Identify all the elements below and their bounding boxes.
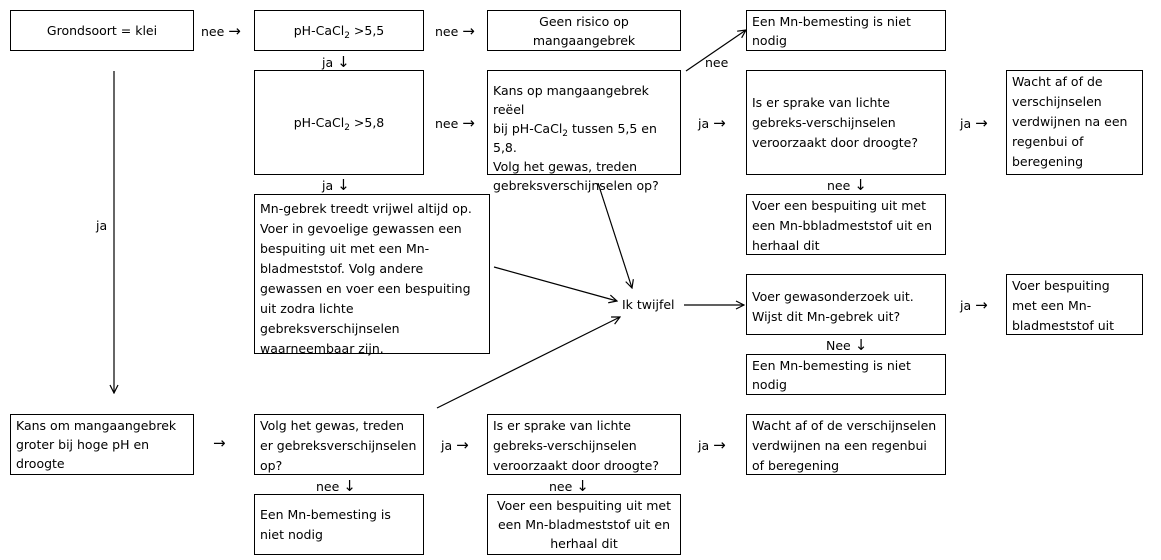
arrow-volg-to-twijfel <box>436 317 620 409</box>
label-Nee-gewas-down: Nee ↓ <box>826 336 868 354</box>
box-lichte-gebreks-2: Is er sprake van lichte gebreks-verschij… <box>487 414 681 475</box>
box-lichte-gebreks-1: Is er sprake van lichte gebreks-verschij… <box>746 70 946 175</box>
box-geen-risico: Geen risico op mangaangebrek <box>487 10 681 51</box>
box-kans-hoge-ph: Kans om mangaangebrek groter bij hoge pH… <box>10 414 194 475</box>
label-ja-ph58-down: ja ↓ <box>322 176 350 194</box>
label-ja-kans-to-lichte: ja → <box>698 114 726 132</box>
label-nee-kans-to-mn-niet-nodig: nee <box>705 55 729 70</box>
label-ja-ph55-down: ja ↓ <box>322 53 350 71</box>
label-ja-lichte-to-wacht: ja → <box>960 114 988 132</box>
arrow-right-kans-hoge-ph: → <box>213 434 226 452</box>
label-ja-klei-down: ja <box>96 218 108 233</box>
box-mn-niet-nodig-mid: Een Mn-bemesting is niet nodig <box>746 354 946 395</box>
label-nee-lichte-down: nee ↓ <box>827 176 867 194</box>
label-nee-klei-to-ph55: nee → <box>201 22 241 40</box>
box-ph-55: pH-CaCl2 >5,5 <box>254 10 424 51</box>
label-nee-ph58-to-kans: nee → <box>435 114 475 132</box>
arrow-kans-to-twijfel <box>597 182 632 288</box>
label-nee-ph55-to-geen-risico: nee → <box>435 22 475 40</box>
box-bespuiting-blad: Voer een bespuiting uit met een Mn-bladm… <box>487 494 681 555</box>
arrow-mn-gebrek-to-twijfel <box>493 266 617 301</box>
label-nee-volg-down: nee ↓ <box>316 477 356 495</box>
box-wacht-af-2: Wacht af of de verschijnselen verdwijnen… <box>746 414 946 475</box>
box-grondsoort-klei: Grondsoort = klei <box>10 10 194 51</box>
box-mn-niet-nodig-top: Een Mn-bemesting is niet nodig <box>746 10 946 51</box>
box-volg-gewas: Volg het gewas, treden er gebreksverschi… <box>254 414 424 475</box>
box-mn-gebrek-treedt: Mn-gebrek treedt vrijwel altijd op. Voer… <box>254 194 490 356</box>
box-wacht-af-1: Wacht af of de verschijnselen verdwijnen… <box>1006 70 1143 175</box>
label-nee-lichte2-down: nee ↓ <box>549 477 589 495</box>
box-gewasonderzoek: Voer gewasonderzoek uit. Wijst dit Mn-ge… <box>746 274 946 335</box>
label-ja-lichte-to-wacht-bot: ja → <box>698 436 726 454</box>
box-ph-58: pH-CaCl2 >5,8 <box>254 70 424 175</box>
node-ik-twijfel: Ik twijfel <box>622 297 675 312</box>
label-ja-volg-to-lichte: ja → <box>441 436 469 454</box>
label-ja-gewas-to-bespuiting: ja → <box>960 296 988 314</box>
box-mn-niet-nodig-bot: Een Mn-bemesting is niet nodig <box>254 494 424 555</box>
box-bespuiting-met: Voer bespuiting met een Mn-bladmeststof … <box>1006 274 1143 335</box>
box-bespuiting-bblad: Voer een bespuiting uit met een Mn-bblad… <box>746 194 946 255</box>
arrow-nee-to-mn-niet-nodig <box>685 30 746 72</box>
box-kans-reeel: Kans op mangaangebrek reëel bij pH-CaCl2… <box>487 70 681 193</box>
